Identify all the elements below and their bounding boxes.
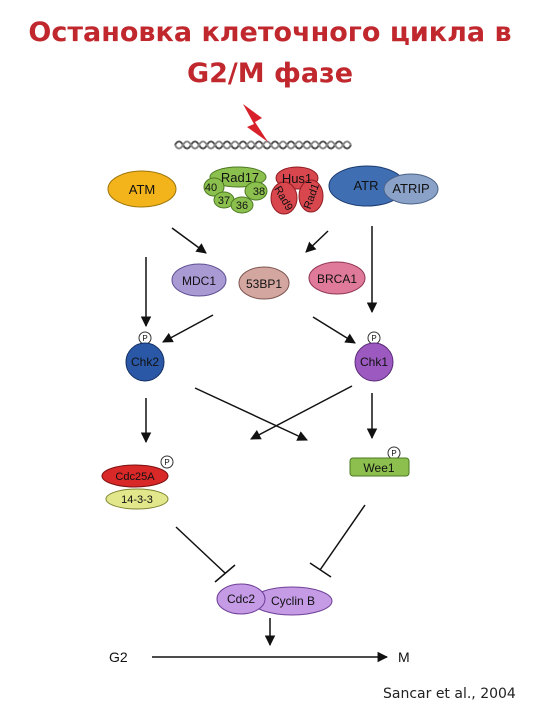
cdc25a-14-3-3-complex: P Cdc25A 14-3-3 — [101, 455, 174, 510]
chk1-kinase: P Chk1 — [354, 331, 394, 382]
chk2-phospho-label: P — [142, 334, 147, 343]
activation-arrows — [140, 226, 378, 647]
rad17-rfc-complex: Rad17 40 38 37 36 — [203, 166, 268, 214]
dna-damage-lightning-icon — [243, 104, 268, 142]
53bp1-label: 53BP1 — [246, 277, 282, 291]
subunit-37-label: 37 — [218, 195, 230, 207]
subunit-38-label: 38 — [253, 186, 265, 198]
atrip-label: ATRIP — [392, 181, 429, 196]
m-phase-label: M — [398, 649, 410, 665]
cdc25a-label: Cdc25A — [115, 471, 155, 483]
cdc2-cyclinb-complex: Cdc2 Cyclin B — [216, 583, 333, 616]
wee1-label: Wee1 — [363, 461, 394, 475]
inhibition-lines — [175, 504, 366, 583]
dna-double-strand — [174, 140, 352, 150]
atm-label: ATM — [129, 182, 155, 197]
subunit-40-label: 40 — [205, 182, 217, 194]
citation: Sancar et al., 2004 — [383, 686, 516, 702]
atr-label: ATR — [353, 178, 378, 193]
mdc1-protein: MDC1 — [171, 263, 227, 297]
9-1-1-clamp-complex: Hus1 Rad9 Rad1 — [270, 166, 324, 215]
chk2-kinase: P Chk2 — [125, 331, 165, 382]
cell-cycle-axis: G2 M — [109, 649, 410, 665]
atr-atrip-complex: ATR ATRIP — [328, 165, 439, 207]
cdc25a-phospho-label: P — [164, 458, 169, 467]
wee1-phospho-label: P — [391, 449, 396, 458]
mdc1-label: MDC1 — [182, 274, 216, 288]
brca1-protein: BRCA1 — [308, 261, 366, 295]
rad17-label: Rad17 — [221, 170, 259, 185]
chk1-phospho-label: P — [371, 334, 376, 343]
14-3-3-label: 14-3-3 — [121, 494, 153, 506]
hus1-label: Hus1 — [282, 171, 312, 186]
chk2-label: Chk2 — [131, 355, 159, 369]
atm-protein: ATM — [107, 170, 177, 208]
chk1-label: Chk1 — [360, 355, 388, 369]
cyclinb-label: Cyclin B — [271, 594, 315, 608]
slide-title-line2: G2/M фазе — [186, 58, 354, 89]
slide-title-line1: Остановка клеточного цикла в — [28, 17, 512, 48]
subunit-36-label: 36 — [236, 200, 248, 212]
g2-phase-label: G2 — [109, 649, 128, 665]
53bp1-protein: 53BP1 — [238, 266, 290, 300]
cdc2-label: Cdc2 — [227, 592, 255, 606]
brca1-label: BRCA1 — [317, 272, 357, 286]
wee1-kinase: P Wee1 — [349, 446, 410, 477]
